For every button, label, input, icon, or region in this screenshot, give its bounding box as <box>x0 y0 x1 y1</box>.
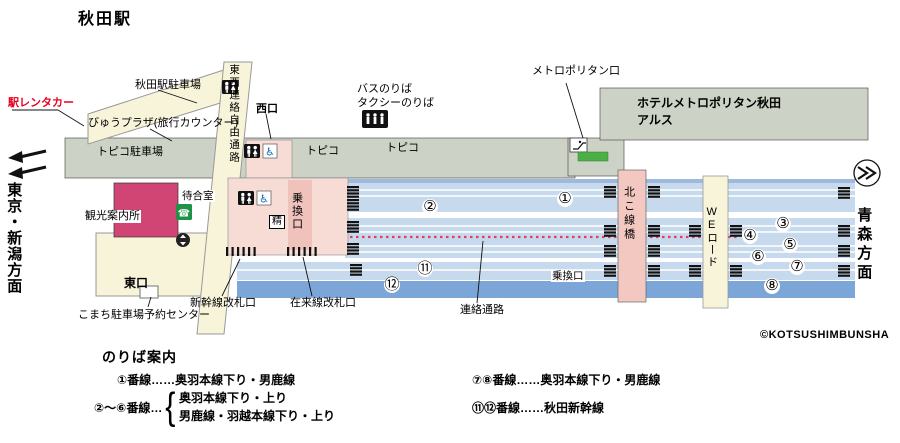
view-plaza-label: びゅうプラザ(旅行カウンター) <box>88 117 239 129</box>
local-gate-label: 在来線改札口 <box>290 297 356 309</box>
hotel-name-line1: ホテルメトロポリタン秋田 <box>637 96 782 110</box>
leader-lines <box>12 82 584 308</box>
platform-7-badge: ⑦ <box>789 258 805 275</box>
legend-row-2-dest2: 男鹿線・羽越本線下り・上り <box>179 409 336 423</box>
escalator-icon <box>569 137 588 153</box>
hotel-building <box>599 87 869 141</box>
platform-2-badge: ② <box>422 198 438 215</box>
platform-6-badge: ⑥ <box>750 248 766 265</box>
rentacar-label: 駅レンタカー <box>8 97 74 109</box>
platform-12-badge: ⑫ <box>384 276 400 293</box>
copyright: ©KOTSUSHIMBUNSHA <box>760 329 890 341</box>
hotel-name-line2: アルス <box>637 113 673 127</box>
east-exit-plaza <box>95 232 213 297</box>
topico-label: トピコ <box>306 145 339 157</box>
north-bridge-label: 北こ線橋 <box>622 186 635 242</box>
bus-taxi-stand-icon <box>362 110 388 128</box>
legend-row-2-number: ②～⑥番線… <box>94 400 163 415</box>
legend-row-2-destinations: 奥羽本線下り・上り 男鹿線・羽越本線下り・上り <box>179 389 335 425</box>
we-road-label: WEロード <box>705 206 718 268</box>
transfer-gate-east-label: 乗換口 <box>551 270 585 283</box>
free-passage-label: 東西連絡自由通路 <box>228 64 241 164</box>
phone-icon: ☎ <box>176 204 192 220</box>
toilet-icon <box>238 191 254 205</box>
bus-stop-label: バスのりば <box>357 83 412 95</box>
platform-3-badge: ③ <box>775 215 791 232</box>
passage-label: 連絡通路 <box>460 304 504 316</box>
transfer-gate-bar <box>288 180 312 250</box>
topico-label: トピコ <box>386 142 419 154</box>
station-parking-label: 秋田駅駐車場 <box>135 79 201 91</box>
track-edge-strip <box>345 179 855 183</box>
legend-row-4-number: ⑪⑫番線…… <box>472 401 545 415</box>
elevator-icon <box>176 233 190 247</box>
legend-row: ①番線…… 奥羽本線下り・男鹿線 <box>117 371 295 388</box>
toilet-icon <box>244 144 260 158</box>
legend-row-3-number: ⑦⑧番線…… <box>472 373 541 387</box>
legend-row-1-number: ①番線…… <box>117 373 176 387</box>
direction-east-label: 青森方面 <box>855 207 873 283</box>
legend-row: ⑦⑧番線…… 奥羽本線下り・男鹿線 <box>472 371 660 388</box>
tourist-info-label: 観光案内所 <box>84 210 141 223</box>
svg-text:☎: ☎ <box>178 209 190 220</box>
wheelchair-icon <box>256 190 272 206</box>
legend-brace: { <box>165 386 176 428</box>
east-exit-label: 東口 <box>124 276 149 290</box>
metropolitan-entrance-marker <box>577 151 609 162</box>
we-road-bridge <box>702 175 729 309</box>
track-band-8-12 <box>237 281 855 298</box>
eastbound-arrows-icon <box>853 159 881 187</box>
station-building <box>64 137 576 179</box>
legend-row: ②～⑥番線… { 奥羽本線下り・上り 男鹿線・羽越本線下り・上り <box>94 386 335 428</box>
platform-1-badge: ① <box>557 190 573 207</box>
wheelchair-icon <box>262 143 278 159</box>
komachi-center-building <box>139 285 159 299</box>
platform-4-badge: ④ <box>742 227 758 244</box>
fare-adjustment-label: 精 <box>269 215 285 229</box>
legend-heading: のりば案内 <box>102 349 177 365</box>
platform-5-badge: ⑤ <box>782 236 798 253</box>
legend-row: ⑪⑫番線…… 秋田新幹線 <box>472 399 604 416</box>
platform-8-badge: ⑧ <box>764 277 780 294</box>
transfer-gate-center-label: 乗換口 <box>290 192 303 231</box>
taxi-stand-label: タクシーのりば <box>357 97 434 109</box>
legend-row-4-dest: 秋田新幹線 <box>544 401 605 415</box>
topico-parking-label: トピコ駐車場 <box>97 146 163 158</box>
waiting-room-label: 待合室 <box>181 190 215 203</box>
north-overpass-bridge <box>617 169 647 303</box>
page-title: 秋田駅 <box>78 11 133 28</box>
platform-11-badge: ⑪ <box>417 260 433 277</box>
legend-row-2-dest1: 奥羽本線下り・上り <box>179 391 288 405</box>
hotel-label: ホテルメトロポリタン秋田 アルス <box>637 95 781 129</box>
metropolitan-exit-label: メトロポリタン口 <box>532 65 620 77</box>
westbound-arrows-icon <box>8 149 47 179</box>
west-exit-label: 西口 <box>256 103 278 115</box>
komachi-center-label: こまち駐車場予約センター <box>78 309 210 321</box>
legend-row-1-dest: 奥羽本線下り・男鹿線 <box>175 373 296 387</box>
direction-west-label: 東京・新潟方面 <box>5 182 23 294</box>
shinkansen-gate-label: 新幹線改札口 <box>190 297 256 309</box>
east-west-passage-road <box>196 61 253 335</box>
legend-row-3-dest: 奥羽本線下り・男鹿線 <box>540 373 661 387</box>
